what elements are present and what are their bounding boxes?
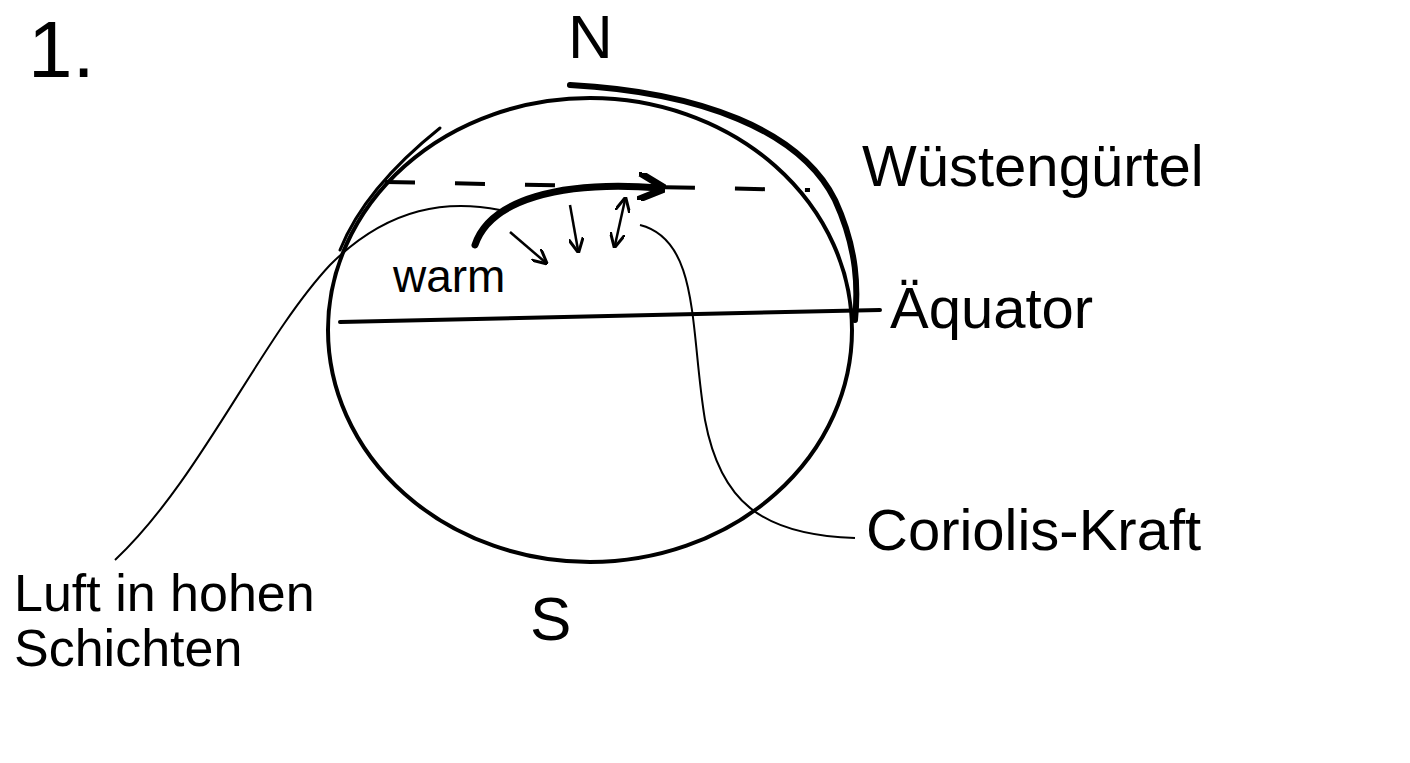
globe-circle — [328, 98, 852, 562]
sinking-air-arrow — [570, 205, 578, 250]
air-label: Luft in hohen Schichten — [14, 566, 444, 675]
leader-line — [640, 225, 855, 538]
equator-line — [340, 310, 880, 322]
sinking-air-arrow — [510, 232, 545, 262]
figure-number: 1. — [28, 8, 95, 92]
air-flow-arrow — [475, 186, 660, 245]
compass-label: S — [530, 586, 571, 651]
globe-outline — [325, 95, 855, 565]
globe-rim — [340, 128, 440, 250]
globe-rim — [570, 85, 856, 320]
compass-label: N — [568, 4, 613, 69]
globe: warm — [325, 95, 855, 565]
zone-label: Äquator — [890, 278, 1093, 339]
zone-label: Wüstengürtel — [862, 136, 1204, 197]
region-label: warm — [393, 252, 505, 300]
force-label: Coriolis-Kraft — [866, 500, 1201, 561]
sinking-air-arrow — [615, 200, 625, 245]
